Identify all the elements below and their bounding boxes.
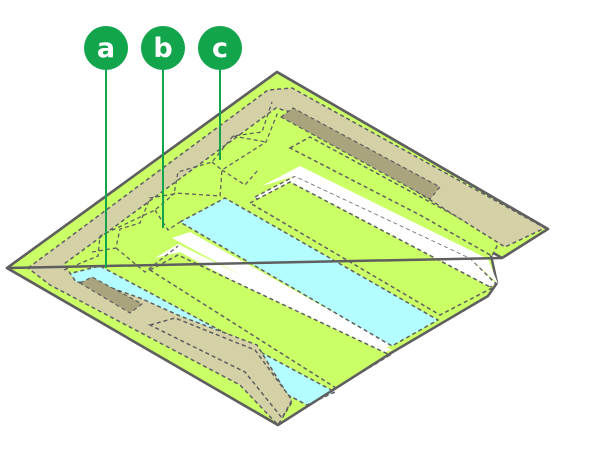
sediment-upper bbox=[279, 107, 441, 200]
callout-b-badge bbox=[141, 26, 185, 70]
lower-gap bbox=[172, 232, 392, 350]
callout-a: a bbox=[84, 26, 128, 70]
callout-a-label: a bbox=[97, 33, 115, 64]
upper-terrace bbox=[288, 136, 501, 258]
callout-c-badge bbox=[198, 26, 242, 70]
callout-a-badge bbox=[84, 26, 128, 70]
ground-outline bbox=[5, 70, 550, 270]
diagonal-path bbox=[147, 317, 293, 420]
ground-outline-lower bbox=[6, 266, 392, 427]
callout-c: c bbox=[198, 26, 242, 70]
callout-b: b bbox=[141, 26, 185, 70]
sediment-lower bbox=[78, 276, 144, 314]
contour-lines bbox=[63, 101, 279, 273]
water-channel-center bbox=[178, 197, 440, 347]
upper-gap-inner bbox=[262, 166, 498, 284]
callout-c-label: c bbox=[212, 33, 228, 64]
middle-terrace bbox=[248, 181, 494, 316]
callout-b-label: b bbox=[153, 33, 172, 64]
